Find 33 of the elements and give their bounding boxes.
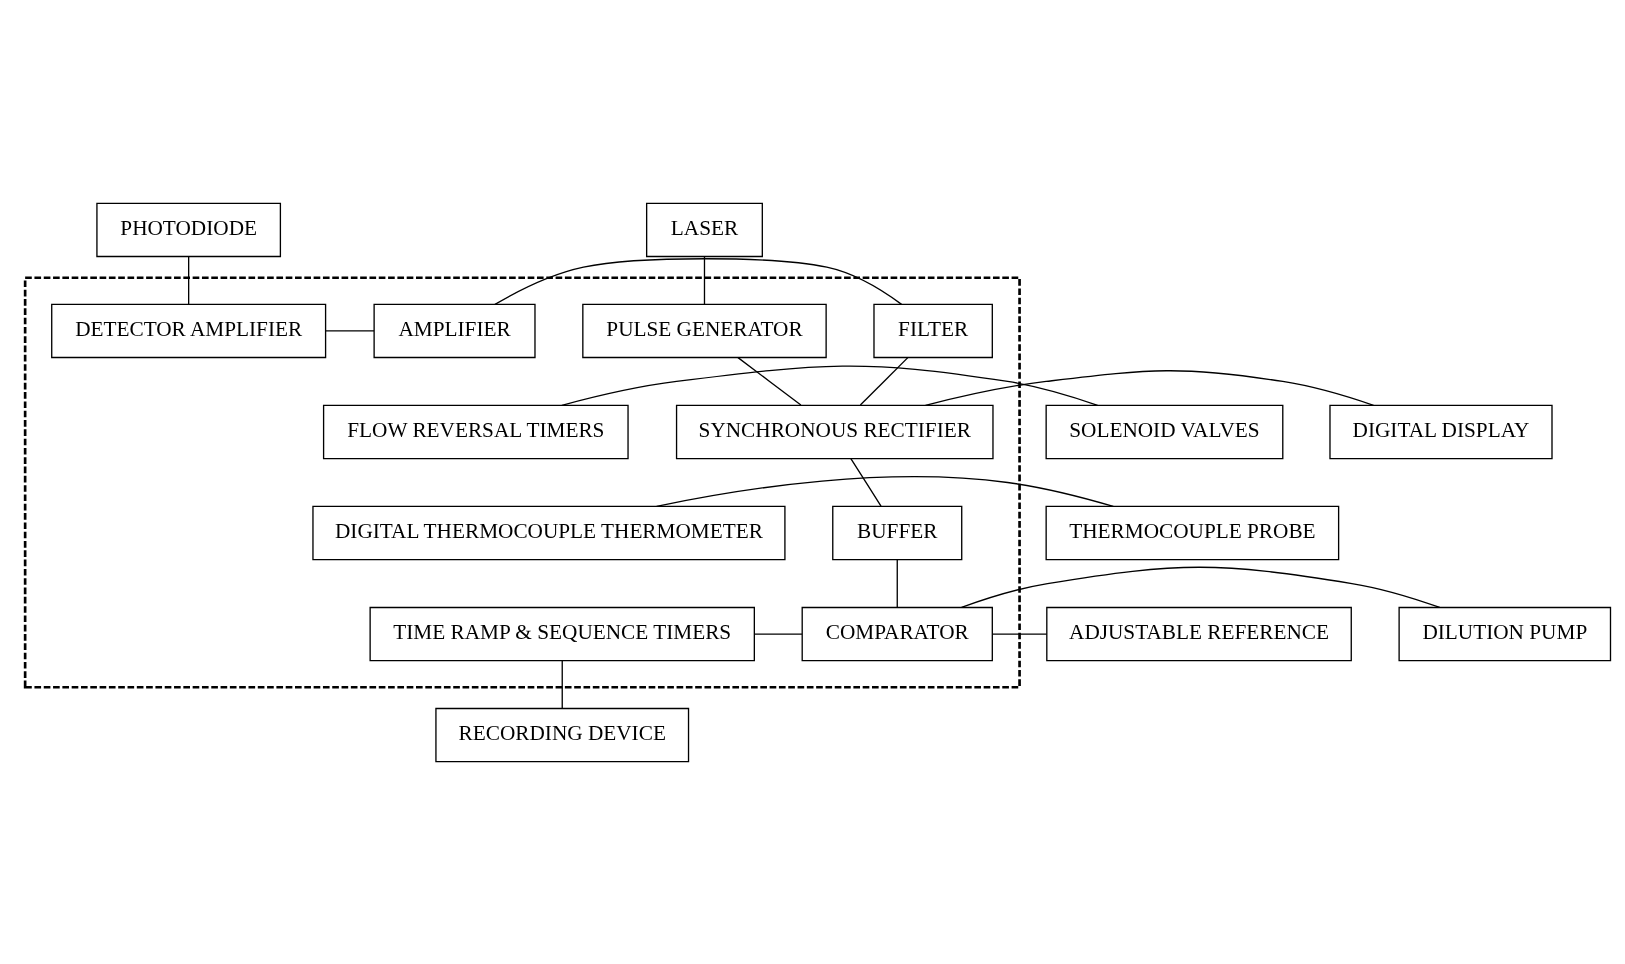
connector <box>561 364 1099 406</box>
node-box: LASER <box>646 202 763 257</box>
node-box: COMPARATOR <box>801 606 993 661</box>
node-box: TIME RAMP & SEQUENCE TIMERS <box>369 606 755 661</box>
node-box: RECORDING DEVICE <box>435 707 690 762</box>
connector <box>924 369 1375 406</box>
node-box: ADJUSTABLE REFERENCE <box>1046 606 1352 661</box>
connector <box>859 356 909 406</box>
node-box: PHOTODIODE <box>96 202 282 257</box>
node-box: PULSE GENERATOR <box>582 303 827 358</box>
connector <box>896 558 898 608</box>
connector <box>737 356 802 406</box>
connector <box>850 457 882 507</box>
connector <box>992 632 1048 635</box>
cluster <box>23 275 1021 689</box>
node-box: DILUTION PUMP <box>1398 606 1612 661</box>
connector <box>188 255 190 305</box>
node-box: DIGITAL THERMOCOUPLE THERMOMETER <box>312 505 786 560</box>
connector <box>561 659 563 709</box>
node-box: SYNCHRONOUS RECTIFIER <box>675 404 994 459</box>
node-box: THERMOCOUPLE PROBE <box>1045 505 1340 560</box>
connector <box>960 566 1441 608</box>
node-box: FILTER <box>873 303 993 358</box>
node-box: BUFFER <box>832 505 963 560</box>
connector <box>655 475 1114 507</box>
node-box: SOLENOID VALVES <box>1045 404 1284 459</box>
connector <box>753 632 803 635</box>
node-box: AMPLIFIER <box>373 303 536 358</box>
connector <box>703 255 706 305</box>
node-box: DIGITAL DISPLAY <box>1329 404 1553 459</box>
node-box: DETECTOR AMPLIFIER <box>51 303 327 358</box>
node-box: FLOW REVERSAL TIMERS <box>322 404 629 459</box>
connector <box>325 329 375 332</box>
